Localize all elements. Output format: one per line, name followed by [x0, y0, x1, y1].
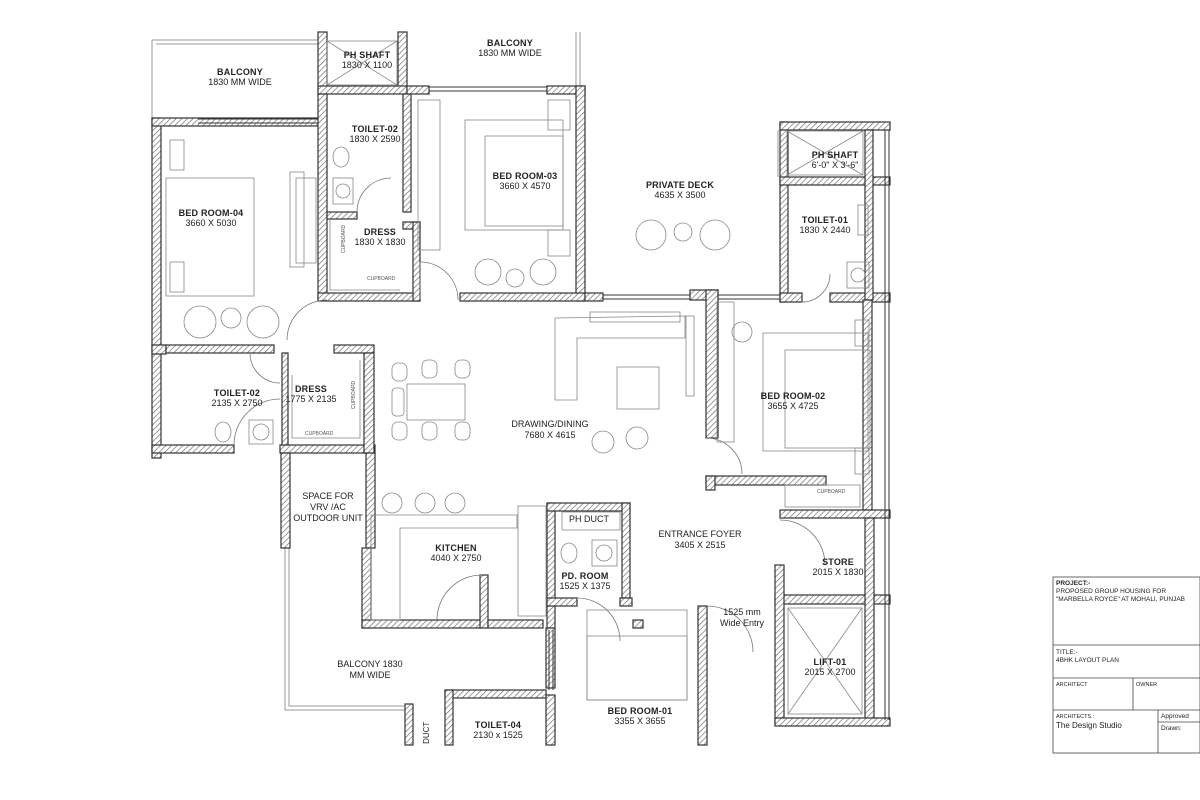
room-name: PRIVATE DECK	[645, 180, 715, 190]
room-toilet-04: TOILET-04 2130 x 1525	[458, 720, 538, 741]
room-name: BED ROOM-03	[492, 171, 558, 181]
entry-width-note: 1525 mm Wide Entry	[707, 607, 777, 629]
room-dimension: 2015 X 2700	[804, 667, 856, 678]
room-pd-room: PD. ROOM 1525 X 1375	[550, 571, 620, 592]
room-dimension: 1830 X 1100	[341, 60, 393, 71]
room-name: KITCHEN	[435, 543, 477, 553]
room-balcony-left: BALCONY 1830 MM WIDE	[185, 67, 295, 88]
room-ph-shaft-right: PH SHAFT 6'-0" X 3'-6"	[797, 150, 873, 171]
room-dimension: 3660 X 4570	[499, 181, 551, 192]
room-dress-lower: DRESS 1775 X 2135	[278, 384, 344, 405]
room-dimension: 4040 X 2750	[430, 553, 482, 564]
entry-line-1: 1525 mm	[723, 607, 761, 617]
room-balcony-top: BALCONY 1830 MM WIDE	[455, 38, 565, 59]
approved-label: Approved	[1161, 713, 1189, 720]
room-name: PD. ROOM	[561, 571, 609, 581]
room-name: STORE	[822, 557, 854, 567]
architects-label: ARCHITECTS :	[1056, 714, 1095, 720]
room-dimension: 3405 X 2515	[674, 539, 726, 550]
room-name: BED ROOM-04	[178, 208, 244, 218]
room-name: DRESS	[294, 384, 327, 394]
room-dimension: 3660 X 5030	[185, 218, 237, 229]
title-label: TITLE:-	[1056, 649, 1078, 656]
room-ph-shaft-top: PH SHAFT 1830 X 1100	[322, 50, 412, 71]
room-name: BALCONY	[217, 67, 263, 77]
room-name: TOILET-02	[213, 388, 261, 398]
title-value: 4BHK LAYOUT PLAN	[1056, 657, 1119, 664]
project-label: PROJECT:-	[1056, 580, 1091, 587]
room-toilet-02-lower: TOILET-02 2135 X 2750	[195, 388, 279, 409]
room-dimension: 3355 X 3655	[614, 716, 666, 727]
owner-label: OWNER	[1136, 682, 1158, 688]
room-private-deck: PRIVATE DECK 4635 X 3500	[630, 180, 730, 201]
room-ph-duct: PH DUCT	[560, 514, 618, 525]
room-dimension: 3655 X 4725	[767, 401, 819, 412]
vrv-line-3: OUTDOOR UNIT	[293, 512, 363, 523]
room-dimension: 1830 X 1830	[354, 237, 406, 248]
cupboard-tag: CUPBOARD	[817, 489, 846, 495]
cupboard-tag: CUPBOARD	[351, 380, 358, 410]
room-toilet-01: TOILET-01 1830 X 2440	[785, 215, 865, 236]
vrv-line-2: VRV /AC	[310, 501, 346, 512]
walls	[151, 31, 891, 746]
room-name: DRESS	[363, 227, 396, 237]
balcony-line-1: BALCONY 1830	[337, 659, 403, 669]
windows	[198, 86, 890, 720]
room-name: BED ROOM-02	[760, 391, 826, 401]
cupboard-tag: CUPBOARD	[305, 431, 334, 437]
room-name: BED ROOM-01	[607, 706, 673, 716]
architect-label: ARCHITECT	[1056, 682, 1088, 688]
room-dimension: 1830 X 2440	[799, 225, 851, 236]
title-block-frame	[1052, 576, 1200, 754]
entry-line-2: Wide Entry	[719, 617, 764, 628]
cupboard-tag: CUPBOARD	[341, 224, 348, 254]
room-bed-room-01: BED ROOM-01 3355 X 3655	[590, 706, 690, 727]
room-dimension: 1830 MM WIDE	[208, 77, 272, 88]
room-name: LIFT-01	[813, 657, 847, 667]
room-name: TOILET-01	[801, 215, 849, 225]
room-dimension: 6'-0" X 3'-6"	[811, 160, 859, 171]
room-name: DUCT	[422, 721, 432, 744]
room-bed-room-04: BED ROOM-04 3660 X 5030	[166, 208, 256, 229]
drawn-label: Drawn:	[1161, 725, 1182, 732]
room-drawing-dining: DRAWING/DINING 7680 X 4615	[495, 419, 605, 441]
room-name: DRAWING/DINING	[511, 419, 589, 429]
room-lift-01: LIFT-01 2015 X 2700	[790, 657, 870, 678]
room-dimension: 2015 X 1830	[812, 567, 864, 578]
room-name: TOILET-04	[474, 720, 522, 730]
room-dimension: 1525 X 1375	[559, 581, 611, 592]
room-name: PH DUCT	[569, 514, 609, 524]
balcony-line-2: MM WIDE	[349, 669, 391, 680]
room-dimension: 1830 MM WIDE	[478, 48, 542, 59]
room-dimension: 4635 X 3500	[654, 190, 706, 201]
room-bed-room-02: BED ROOM-02 3655 X 4725	[748, 391, 838, 412]
room-name: ENTRANCE FOYER	[658, 529, 742, 539]
room-dimension: 7680 X 4615	[524, 429, 576, 440]
cupboard-tag: CUPBOARD	[367, 276, 396, 282]
room-name: BALCONY	[487, 38, 533, 48]
room-entrance-foyer: ENTRANCE FOYER 3405 X 2515	[645, 529, 755, 551]
project-line-2: "MARBELLA ROYCE" AT MOHALI, PUNJAB	[1056, 596, 1185, 603]
project-line-1: PROPOSED GROUP HOUSING FOR	[1056, 588, 1167, 595]
room-dimension: 1775 X 2135	[285, 394, 337, 405]
room-bed-room-03: BED ROOM-03 3660 X 4570	[480, 171, 570, 192]
room-dimension: 2135 X 2750	[211, 398, 263, 409]
room-kitchen: KITCHEN 4040 X 2750	[416, 543, 496, 564]
room-dimension: 1830 X 2590	[349, 134, 401, 145]
studio-name: The Design Studio	[1056, 721, 1122, 730]
room-vrv-space: SPACE FOR VRV /AC OUTDOOR UNIT	[290, 491, 366, 523]
room-name: PH SHAFT	[343, 50, 391, 60]
vrv-line-1: SPACE FOR	[302, 491, 354, 501]
room-name: TOILET-02	[351, 124, 399, 134]
room-name: PH SHAFT	[811, 150, 859, 160]
door-swings	[233, 177, 831, 653]
furniture	[165, 40, 871, 715]
room-duct: DUCT	[422, 718, 432, 748]
room-dimension: 2130 x 1525	[473, 730, 523, 741]
room-toilet-02-upper: TOILET-02 1830 X 2590	[330, 124, 420, 145]
room-dress-upper: DRESS 1830 X 1830	[338, 227, 422, 248]
room-balcony-bottom: BALCONY 1830 MM WIDE	[320, 659, 420, 681]
room-store: STORE 2015 X 1830	[800, 557, 876, 578]
